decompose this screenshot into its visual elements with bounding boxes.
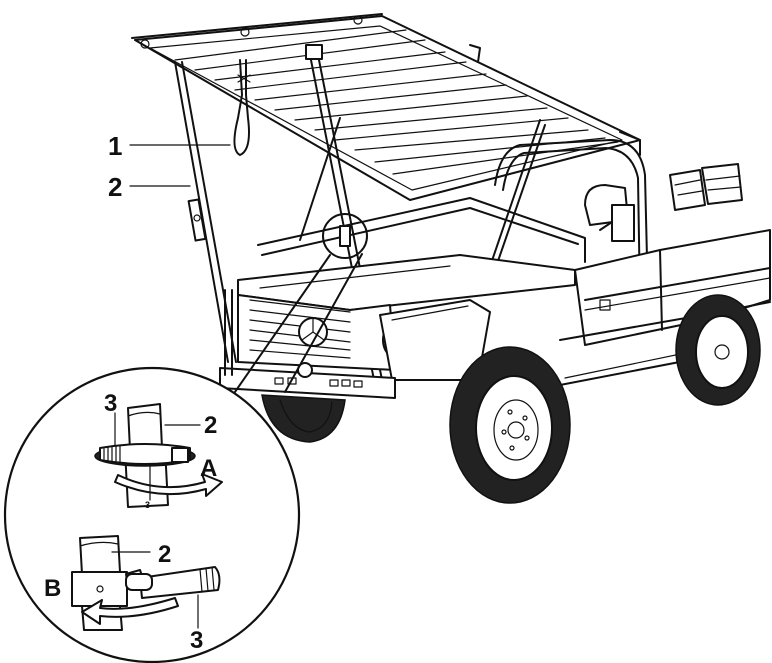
detail-inset	[3, 366, 301, 663]
label-inset-bottom-rod: 2	[158, 541, 171, 568]
label-rod: 2	[108, 172, 122, 202]
label-inset-top-direction: A	[200, 455, 217, 482]
leader-lines	[111, 144, 231, 629]
label-inset-bottom-lever: 3	[190, 627, 203, 654]
callouts: 1 2 3 2 A 3 2 B 3	[44, 131, 217, 654]
label-inset-top-small: 3	[145, 500, 150, 510]
canopy-frame	[131, 13, 641, 201]
label-inset-top-knob: 3	[104, 390, 117, 417]
label-inset-top-rod: 2	[204, 412, 217, 439]
wheels	[261, 294, 761, 504]
label-strap: 1	[108, 131, 122, 161]
inset-bottom-mechanism	[71, 535, 221, 631]
detail-marker	[227, 213, 368, 403]
label-inset-bottom-direction: B	[44, 575, 61, 602]
vehicle-body	[219, 139, 771, 399]
inset-top-mechanism	[94, 403, 223, 508]
